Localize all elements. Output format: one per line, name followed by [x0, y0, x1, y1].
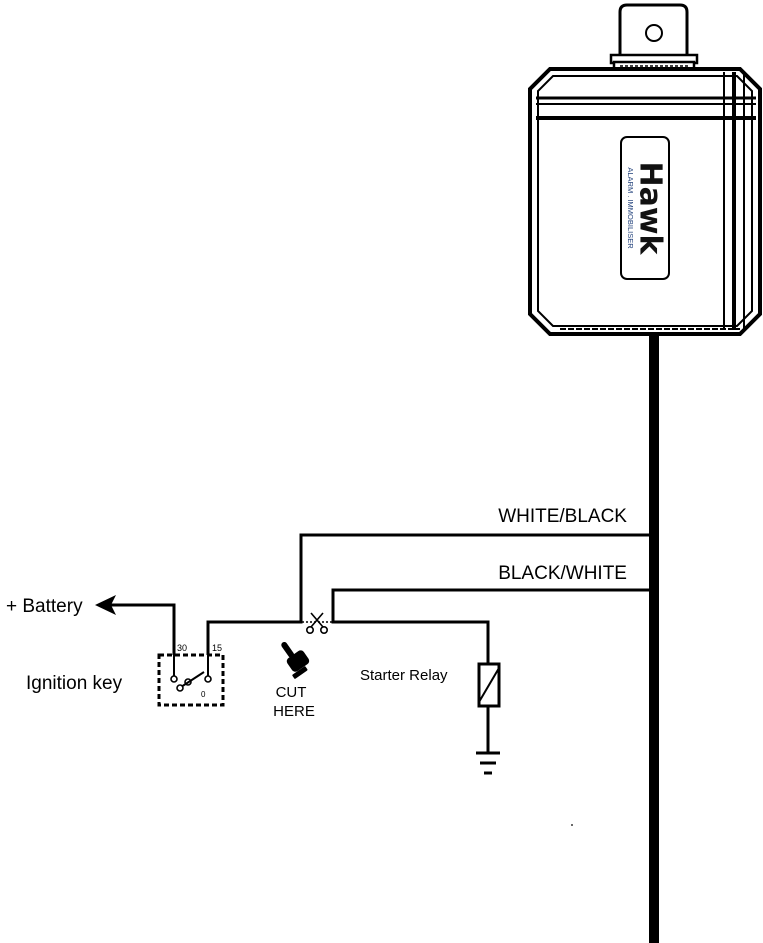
stray-dot	[571, 824, 573, 826]
starter-relay	[477, 662, 501, 753]
white-black-label: WHITE/BLACK	[498, 506, 627, 527]
black-white-label: BLACK/WHITE	[498, 563, 627, 584]
terminal-15: 15	[212, 643, 222, 653]
here-label: HERE	[273, 703, 315, 720]
terminal-30: 30	[177, 643, 187, 653]
battery-label: + Battery	[6, 596, 83, 617]
black-white-wire	[331, 588, 649, 664]
white-black-wire	[206, 533, 649, 655]
brand-logo: Hawk	[633, 161, 668, 255]
pointing-hand-icon	[281, 642, 310, 679]
ignition-switch: 30 15 0	[157, 643, 225, 707]
alarm-module: Hawk ALARM . IMMOBILISER	[528, 3, 762, 336]
cut-label: CUT	[276, 684, 307, 701]
battery-arrow-icon	[95, 595, 116, 615]
mounting-tab	[609, 3, 699, 73]
brand-subtitle: ALARM . IMMOBILISER	[626, 167, 635, 249]
terminal-0: 0	[201, 690, 206, 699]
battery-wire	[110, 603, 176, 655]
brand-plate	[620, 136, 670, 280]
ground-icon	[476, 751, 500, 775]
scissors-icon	[305, 612, 328, 634]
starter-relay-label: Starter Relay	[360, 667, 448, 684]
ignition-label: Ignition key	[26, 673, 123, 694]
